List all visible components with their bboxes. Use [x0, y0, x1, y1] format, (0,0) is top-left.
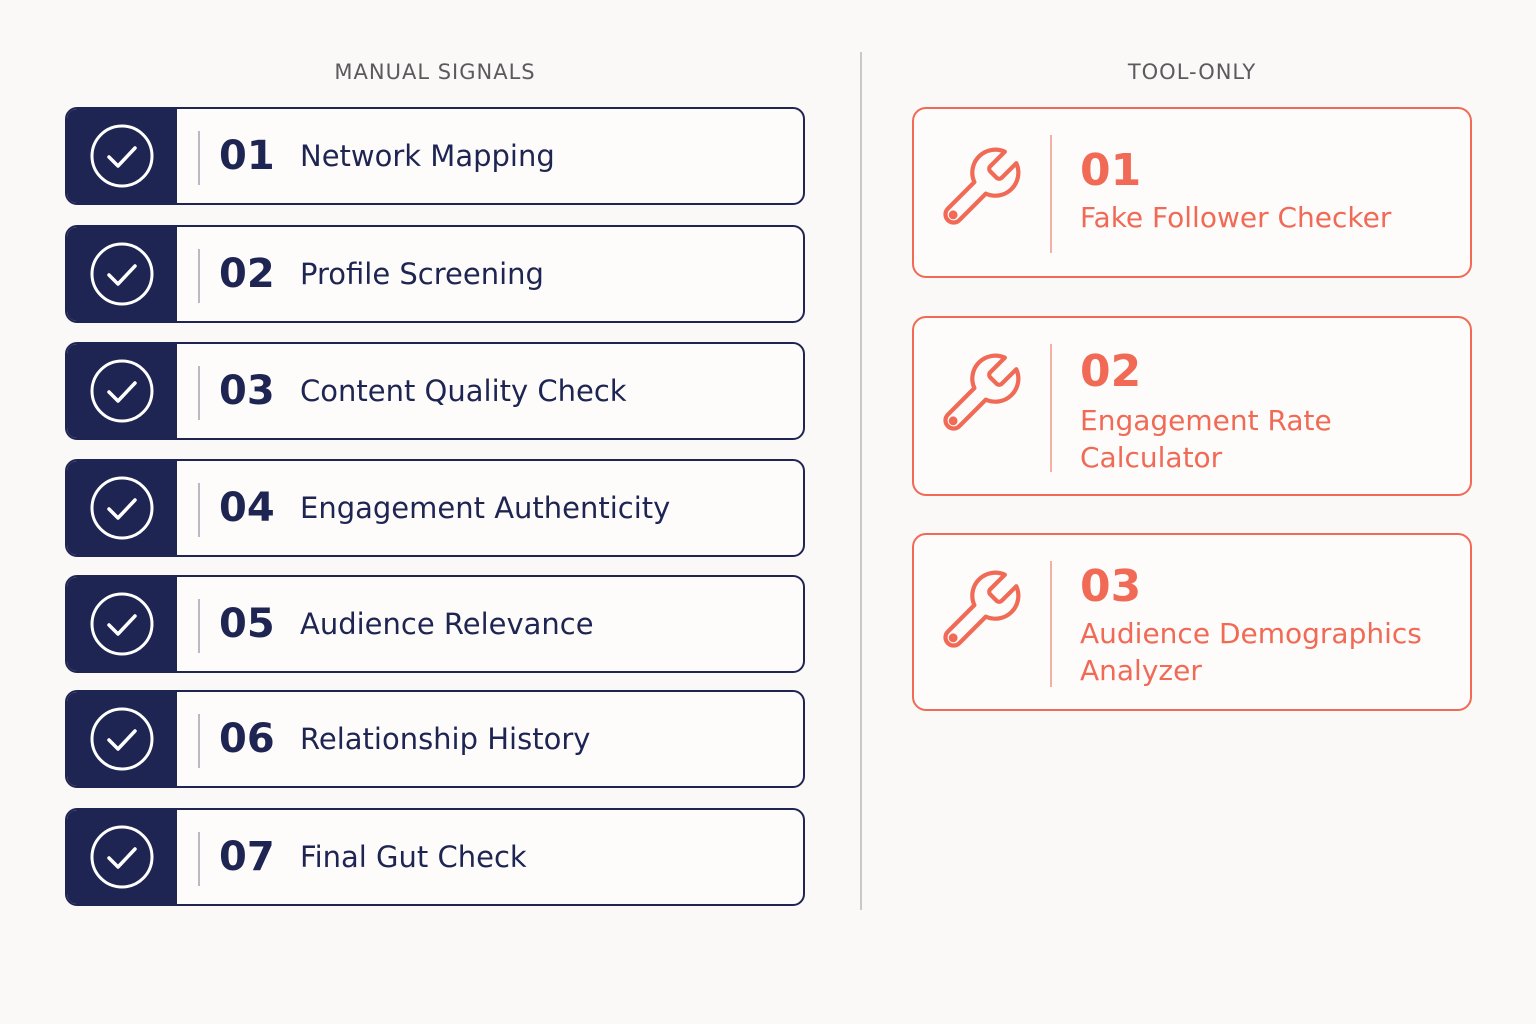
manual-signal-card: 07 Final Gut Check [65, 808, 805, 906]
wrench-icon [943, 353, 1021, 431]
card-separator [198, 366, 200, 420]
check-circle-icon [90, 359, 154, 423]
signal-number: 02 [219, 251, 275, 297]
manual-signal-card: 01 Network Mapping [65, 107, 805, 205]
card-separator [198, 832, 200, 886]
manual-signal-card: 05 Audience Relevance [65, 575, 805, 673]
signal-number: 04 [219, 485, 275, 531]
check-block [67, 461, 177, 555]
wrench-icon [943, 570, 1021, 648]
card-separator [198, 249, 200, 303]
column-divider [860, 52, 862, 910]
tool-label: Audience Demographics Analyzer [1080, 617, 1422, 687]
tool-only-heading: TOOL-ONLY [1127, 60, 1257, 84]
signal-label: Engagement Authenticity [300, 491, 671, 525]
signal-label: Content Quality Check [300, 374, 627, 408]
signal-number: 03 [219, 368, 275, 414]
check-block [67, 227, 177, 321]
tool-number: 01 [1080, 145, 1142, 196]
card-separator [1050, 561, 1052, 687]
check-circle-icon [90, 124, 154, 188]
card-separator [198, 131, 200, 185]
card-separator [1050, 135, 1052, 253]
signal-label: Network Mapping [300, 139, 555, 173]
signal-label: Final Gut Check [300, 840, 527, 874]
manual-signal-card: 03 Content Quality Check [65, 342, 805, 440]
check-circle-icon [90, 707, 154, 771]
check-block [67, 577, 177, 671]
tool-only-card: 02 Engagement Rate Calculator [912, 316, 1472, 496]
signal-number: 05 [219, 601, 275, 647]
check-circle-icon [90, 476, 154, 540]
check-block [67, 344, 177, 438]
tool-label: Fake Follower Checker [1080, 201, 1392, 234]
check-block [67, 810, 177, 904]
manual-signal-card: 06 Relationship History [65, 690, 805, 788]
manual-signal-card: 04 Engagement Authenticity [65, 459, 805, 557]
signal-label: Audience Relevance [300, 607, 594, 641]
signal-number: 01 [219, 133, 275, 179]
check-circle-icon [90, 825, 154, 889]
manual-signals-heading: MANUAL SIGNALS [334, 60, 536, 84]
signal-label: Relationship History [300, 722, 591, 756]
signal-label: Profile Screening [300, 257, 544, 291]
card-separator [1050, 344, 1052, 472]
manual-signal-card: 02 Profile Screening [65, 225, 805, 323]
check-block [67, 109, 177, 203]
wrench-icon [943, 147, 1021, 225]
check-block [67, 692, 177, 786]
signal-number: 06 [219, 716, 275, 762]
tool-only-card: 01 Fake Follower Checker [912, 107, 1472, 278]
signal-number: 07 [219, 834, 275, 880]
check-circle-icon [90, 592, 154, 656]
tool-label: Engagement Rate Calculator [1080, 404, 1332, 474]
check-circle-icon [90, 242, 154, 306]
tool-number: 02 [1080, 346, 1142, 397]
card-separator [198, 483, 200, 537]
card-separator [198, 714, 200, 768]
tool-only-card: 03 Audience Demographics Analyzer [912, 533, 1472, 711]
tool-number: 03 [1080, 561, 1142, 612]
card-separator [198, 599, 200, 653]
